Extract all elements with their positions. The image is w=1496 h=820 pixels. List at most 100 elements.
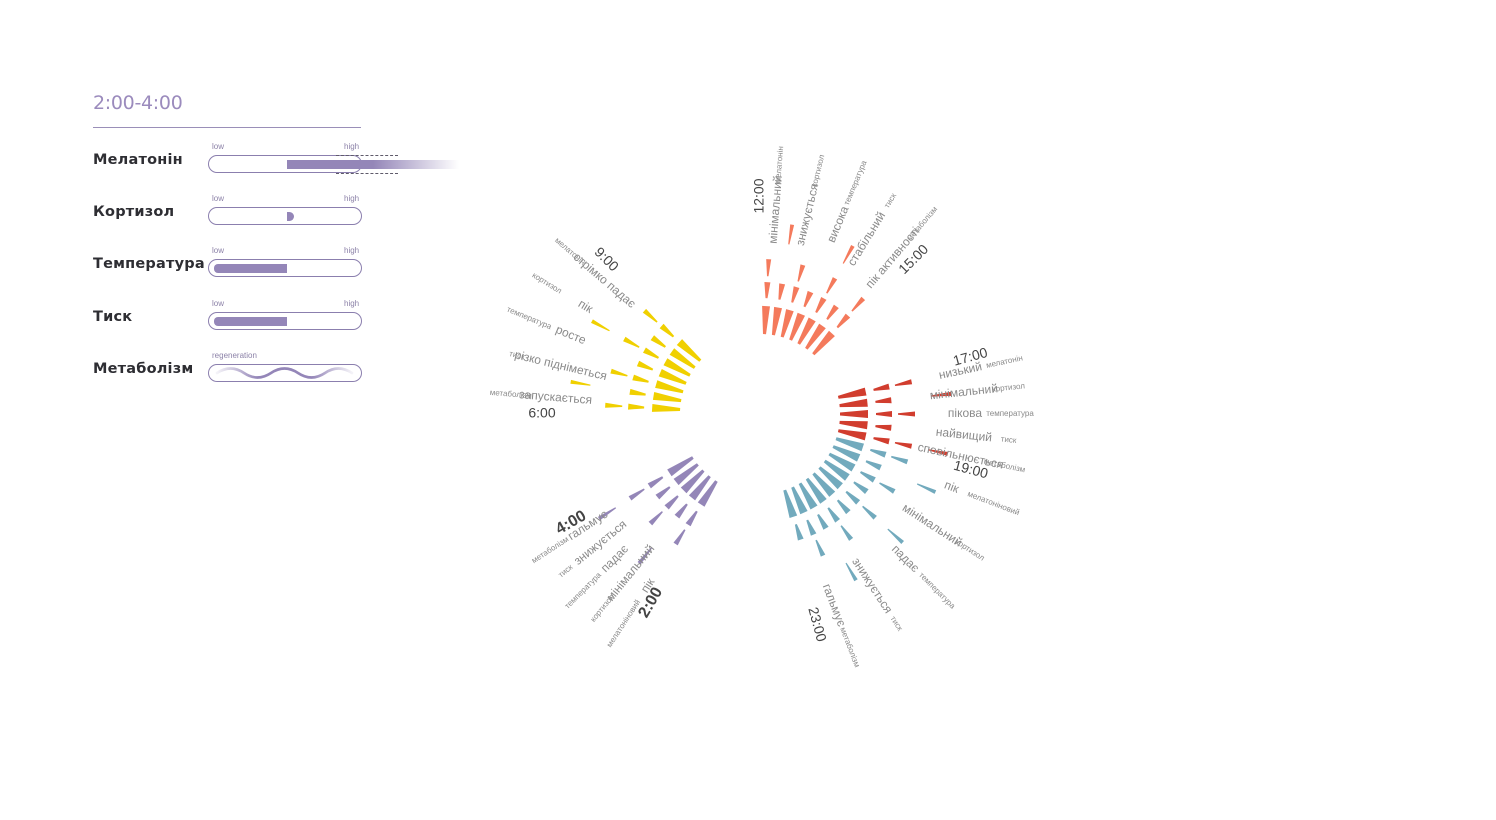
bar-inner (783, 489, 798, 518)
bar-outer (826, 277, 838, 294)
high-label: high (344, 299, 360, 308)
bar-edge (845, 562, 858, 582)
pressure-level-fill (214, 317, 287, 326)
bar-inner (812, 330, 835, 356)
bar-outer (797, 264, 806, 282)
bar-middle (876, 411, 892, 417)
metric-state-label: мінімальний (929, 381, 999, 402)
metric-cortisol: low high Кортизол (0, 194, 470, 234)
metric-name-label: температура (986, 409, 1034, 418)
metric-state-label: пік (942, 478, 961, 497)
bar-middle (664, 495, 679, 510)
bar-edge (931, 391, 952, 397)
bar-inner (663, 358, 691, 377)
bar-outer (815, 539, 826, 557)
metric-name-label: температура (505, 305, 553, 332)
metric-name-label: температура (563, 570, 603, 610)
metric-name-label: температура (842, 159, 869, 207)
bar-inner (805, 477, 827, 504)
bar-inner (839, 420, 868, 430)
bar-inner (771, 306, 782, 336)
metabolism-bar (208, 364, 362, 382)
metric-name-label: кортизол (992, 381, 1026, 393)
bar-inner (680, 469, 705, 494)
bar-inner (839, 398, 868, 408)
bar-inner (789, 312, 805, 341)
metric-name-label: тиск (557, 562, 575, 579)
bar-inner (669, 348, 696, 369)
metric-name-label: кортизол (531, 271, 564, 296)
metric-name-label: метаболізм (905, 205, 939, 243)
bar-middle (647, 476, 664, 489)
bar-inner (818, 466, 843, 490)
melatonin-dash-top (336, 155, 398, 156)
bar-outer (673, 529, 686, 546)
bar-middle (836, 499, 851, 515)
metric-name-label: температура (917, 571, 957, 611)
bar-inner (828, 452, 856, 472)
bar-middle (870, 448, 887, 458)
bar-inner (840, 410, 868, 418)
bar-outer (840, 525, 854, 541)
bar-edge (788, 224, 795, 245)
bar-middle (815, 297, 827, 313)
bar-middle (655, 486, 671, 500)
melatonin-level-bar (208, 155, 459, 173)
metric-name: Температура (93, 256, 205, 272)
hour-label: 6:00 (528, 405, 555, 421)
bar-inner (676, 339, 702, 362)
metric-state-label: запускається (519, 387, 593, 407)
bar-outer (628, 488, 645, 501)
bar-outer (766, 259, 772, 277)
low-label: low (212, 142, 225, 151)
bar-middle (875, 424, 892, 431)
bar-outer (623, 336, 640, 348)
bar-middle (826, 304, 839, 320)
low-label: low (212, 299, 225, 308)
bar-middle (836, 313, 851, 329)
detail-panel: 2:00-4:00 low high Мелатонін low high Ко… (0, 0, 470, 820)
bar-middle (643, 347, 659, 359)
metric-state-label: падає (889, 542, 922, 575)
bar-outer (648, 511, 663, 526)
bar-middle (629, 388, 646, 396)
bar-inner (780, 309, 794, 338)
bar-outer (642, 308, 658, 323)
temperature-level-bar (208, 259, 362, 277)
bar-outer (894, 379, 913, 386)
bar-middle (873, 383, 890, 391)
metric-state-label: найвищий (935, 425, 993, 445)
high-label: high (344, 142, 360, 151)
metric-state-label: пік (576, 296, 596, 316)
bar-inner (688, 475, 711, 501)
bar-middle (875, 397, 892, 404)
bar-middle (860, 471, 876, 483)
bar-inner (652, 392, 682, 403)
bar-outer (610, 368, 628, 377)
bar-edge (928, 449, 949, 456)
bar-middle (803, 290, 814, 308)
metabolism-wave (215, 367, 354, 379)
metric-state-label: пікова (948, 406, 982, 420)
metric-state-label: різко підніметься (513, 347, 608, 383)
bar-middle (764, 282, 771, 299)
cortisol-level-bar (208, 207, 362, 225)
title-divider (93, 127, 361, 128)
low-label: low (212, 194, 225, 203)
metric-name-label: метаболізм (489, 388, 532, 400)
bar-edge (597, 507, 617, 521)
bar-inner (798, 482, 818, 510)
metric-name: Кортизол (93, 204, 175, 220)
bar-middle (817, 514, 829, 530)
bar-edge (887, 528, 904, 544)
metric-name: Тиск (93, 309, 133, 325)
bar-middle (674, 503, 688, 519)
bar-inner (805, 323, 826, 350)
metric-name-label: метаболізм (530, 535, 570, 566)
bar-outer (879, 482, 896, 494)
high-label: high (344, 194, 360, 203)
metric-name-label: тиск (508, 349, 526, 362)
metric-temperature: low high Температура (0, 246, 470, 286)
pressure-level-bar (208, 312, 362, 330)
bar-inner (651, 404, 681, 412)
